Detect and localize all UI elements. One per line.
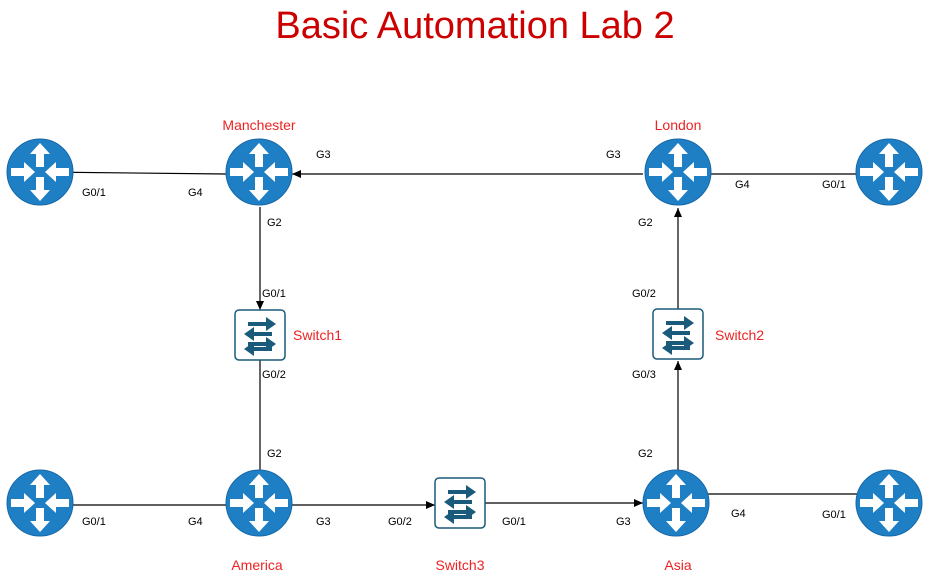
port-label: G0/1 [822,179,846,191]
port-label: G2 [638,217,653,229]
router-icon-manchester[interactable] [225,138,293,206]
port-label: G0/1 [82,187,106,199]
node-label-switch2: Switch2 [715,327,764,343]
port-label: G0/3 [632,369,656,381]
port-label: G0/1 [262,288,286,300]
port-label: G2 [267,448,282,460]
port-label: G4 [735,179,750,191]
router-icon-america[interactable] [225,469,293,537]
node-label-switch1: Switch1 [293,327,342,343]
port-label: G0/2 [388,516,412,528]
node-label-switch3: Switch3 [435,557,484,573]
port-label: G0/1 [82,516,106,528]
port-label: G4 [188,187,203,199]
router-icon-asia[interactable] [642,469,710,537]
port-label: G0/1 [822,509,846,521]
router-icon-ext-top-left[interactable] [6,138,74,206]
node-label-london: London [655,117,702,133]
port-label: G3 [606,149,621,161]
port-label: G3 [316,149,331,161]
router-icon-london[interactable] [644,138,712,206]
port-label: G0/2 [262,369,286,381]
node-label-asia: Asia [664,557,691,573]
switch-icon-switch2[interactable] [652,308,704,360]
port-label: G0/1 [502,516,526,528]
switch-icon-switch3[interactable] [434,477,486,529]
port-label: G2 [267,217,282,229]
port-label: G2 [638,448,653,460]
node-label-america: America [231,557,283,573]
port-label: G4 [731,508,746,520]
port-label: G3 [616,516,631,528]
router-icon-ext-bottom-right[interactable] [855,469,923,537]
router-icon-ext-top-right[interactable] [855,138,923,206]
node-label-manchester: Manchester [222,117,295,133]
router-icon-ext-bottom-left[interactable] [6,469,74,537]
port-label: G0/2 [632,288,656,300]
switch-icon-switch1[interactable] [234,309,286,361]
port-label: G4 [188,516,203,528]
port-label: G3 [316,516,331,528]
diagram-title: Basic Automation Lab 2 [275,5,674,47]
